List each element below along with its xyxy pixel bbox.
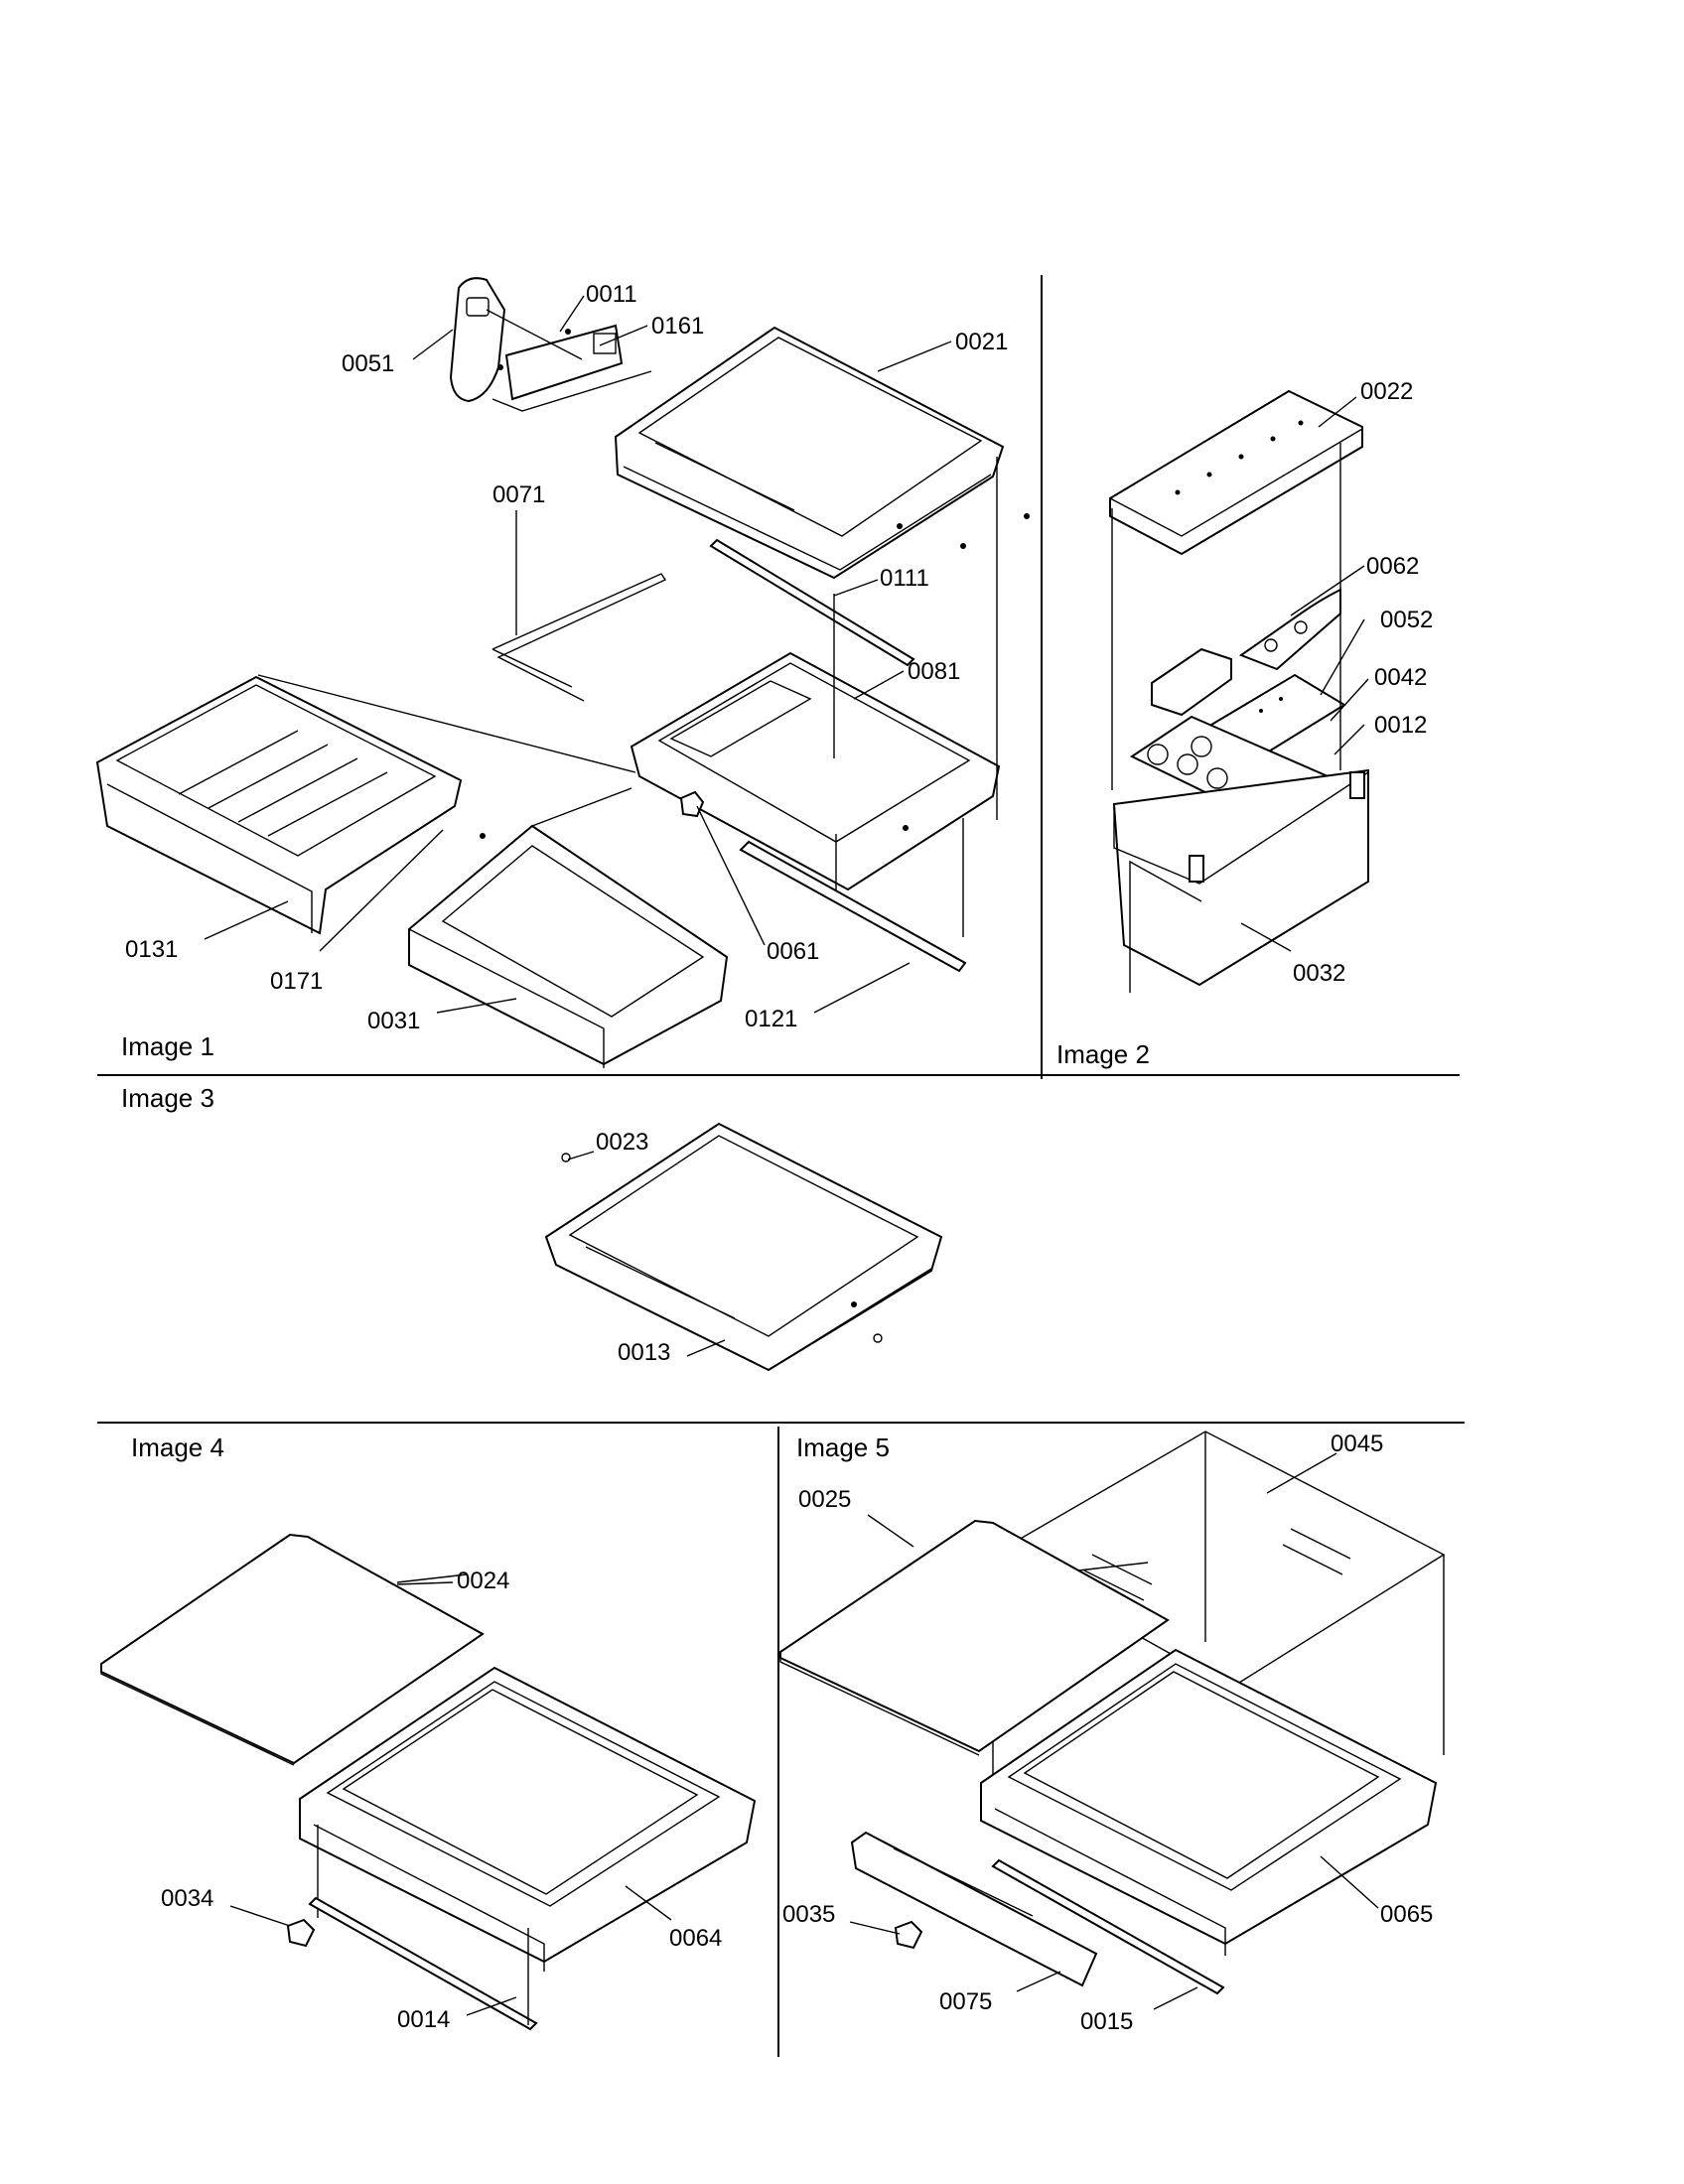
part-label-0023: 0023 — [596, 1129, 648, 1156]
leader-lines — [204, 295, 1379, 2016]
image4-drawing — [100, 1533, 757, 2031]
part-label-0012: 0012 — [1374, 712, 1427, 739]
part-label-0065: 0065 — [1380, 1901, 1433, 1928]
part-label-0025: 0025 — [798, 1486, 851, 1513]
clip-0034 — [286, 1918, 316, 1948]
part-label-0021: 0021 — [955, 329, 1008, 355]
image5-drawing — [779, 1431, 1446, 1995]
part-label-0161: 0161 — [651, 313, 704, 340]
rail-0014 — [308, 1896, 538, 2031]
part-label-0131: 0131 — [125, 936, 178, 963]
bin-0032 — [1112, 768, 1369, 987]
part-label-0051: 0051 — [342, 350, 394, 377]
divider-0071 — [491, 573, 667, 702]
part-label-0032: 0032 — [1293, 960, 1345, 987]
front-cover-0075 — [850, 1831, 1098, 1987]
part-label-0015: 0015 — [1080, 2008, 1133, 2035]
shelf-0013 — [544, 1122, 943, 1372]
part-label-0024: 0024 — [457, 1568, 509, 1594]
panel-dividers — [97, 275, 1465, 2057]
part-label-0045: 0045 — [1331, 1431, 1383, 1457]
part-label-0034: 0034 — [161, 1885, 213, 1912]
part-label-0061: 0061 — [767, 938, 819, 965]
part-label-0171: 0171 — [270, 968, 323, 995]
part-label-0075: 0075 — [939, 1988, 992, 2015]
frame-0065 — [980, 1648, 1438, 1946]
drawer-0131 — [95, 675, 463, 935]
shelf-0021 — [614, 326, 1005, 580]
part-label-0121: 0121 — [745, 1006, 797, 1032]
part-label-0111: 0111 — [880, 565, 929, 592]
part-label-0014: 0014 — [397, 2006, 450, 2033]
part-label-0064: 0064 — [669, 1925, 722, 1952]
part-label-0052: 0052 — [1380, 607, 1433, 633]
part-label-0062: 0062 — [1366, 553, 1419, 580]
panel-label-image4: Image 4 — [131, 1433, 224, 1462]
part-label-0081: 0081 — [908, 658, 960, 685]
panel-label-image1: Image 1 — [121, 1031, 214, 1061]
rail-0015 — [991, 1858, 1225, 1995]
panel-label-image3: Image 3 — [121, 1083, 214, 1113]
rail-0111 — [709, 538, 915, 667]
part-label-0071: 0071 — [492, 481, 545, 508]
part-label-0011: 0011 — [586, 281, 637, 308]
control-housing-0051 — [449, 277, 506, 403]
part-label-0035: 0035 — [782, 1901, 835, 1928]
frame-0081 — [630, 651, 1001, 891]
bracket-0161 — [504, 324, 624, 401]
egg-insert-0062 — [1238, 588, 1341, 671]
pan-0031 — [408, 824, 729, 1066]
clip-0035 — [894, 1920, 923, 1950]
part-label-0013: 0013 — [618, 1339, 670, 1366]
image1-drawing — [95, 277, 1030, 1068]
panel-label-image5: Image 5 — [796, 1433, 890, 1462]
lid-0022 — [1109, 389, 1363, 556]
panel-label-image2: Image 2 — [1056, 1039, 1150, 1069]
frame-0064 — [299, 1666, 757, 1964]
image2-drawing — [1109, 389, 1369, 993]
rail-0121 — [739, 840, 967, 973]
part-label-0031: 0031 — [367, 1008, 420, 1034]
clip-0061 — [679, 790, 705, 818]
part-label-0042: 0042 — [1374, 664, 1427, 691]
image3-drawing — [544, 1122, 943, 1372]
part-label-0022: 0022 — [1360, 378, 1413, 405]
